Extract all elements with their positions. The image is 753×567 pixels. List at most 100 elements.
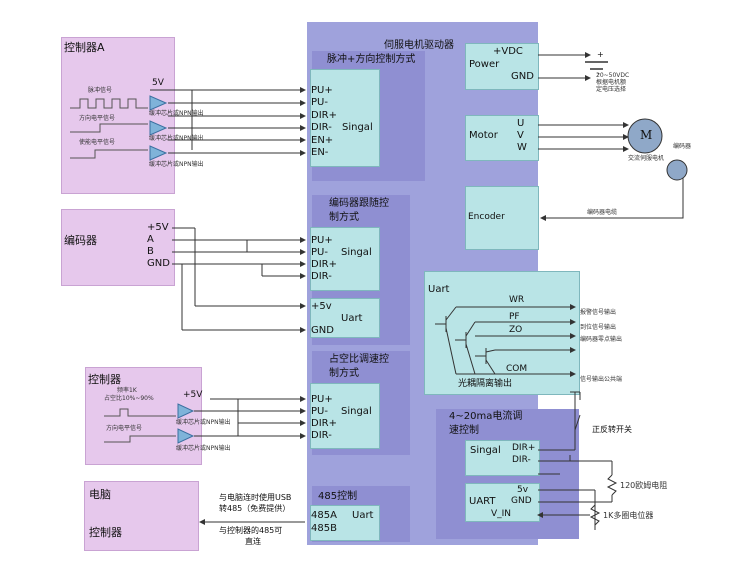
analog-vin: V_IN (491, 509, 512, 519)
uart-iso-label: 光耦隔离输出 (458, 379, 513, 389)
analog-title1: 4~20ma电流调 (449, 411, 523, 422)
power-label: Power (469, 59, 500, 70)
encoder-follow-port (310, 227, 380, 291)
uart-zo: ZO (509, 325, 523, 335)
direct-note-1: 与控制器的485可 (219, 526, 283, 535)
encoder-title: 编码器 (64, 234, 97, 247)
pc-controller-box (84, 481, 199, 551)
motor-u: U (517, 118, 525, 129)
rs485-uart: Uart (352, 510, 374, 521)
enc-uart-label: Uart (341, 313, 363, 324)
enc-gnd-pin: GND (311, 325, 334, 336)
pulse-pin-dir-minus: DIR- (311, 122, 332, 133)
encoder-uart-port (310, 298, 380, 338)
usb-note-2: 转485（免费提供） (219, 504, 291, 513)
enc-pin-pu-plus: PU+ (311, 235, 333, 246)
zero-output: 编码器零点输出 (580, 336, 623, 343)
enable-level-label: 使能电平信号 (79, 139, 116, 146)
pulse-pin-pu-plus: PU+ (311, 85, 333, 96)
analog-title2: 速控制 (449, 425, 479, 436)
dir-level-label: 方向电平信号 (79, 115, 116, 122)
rs485-port (310, 505, 380, 541)
analog-gnd: GND (511, 496, 532, 506)
alarm-output: 报警信号输出 (580, 309, 617, 316)
power-note-1: 20~50VDC (596, 72, 630, 79)
pulse-signal-label: 脉冲信号 (88, 87, 113, 94)
controller-buffer-2: 缓冲芯片或NPN输出 (176, 445, 231, 452)
duty-pin-pu-minus: PU- (311, 406, 328, 417)
driver-title: 伺服电机驱动器 (384, 40, 454, 51)
analog-uart-port (465, 483, 540, 522)
motor-w: W (517, 142, 527, 153)
encoder-note: 编码器 (673, 143, 692, 150)
pc-controller-label: 控制器 (89, 526, 122, 539)
common-output: 信号输出公共端 (580, 376, 623, 383)
duty-speed-port (310, 383, 380, 449)
encoder-follow-title1: 编码器跟随控 (329, 198, 389, 209)
pulse-dir-port (310, 69, 380, 167)
power-note-3: 定电压选择 (596, 86, 627, 93)
analog-dir-minus: DIR- (512, 455, 531, 465)
power-vdc: +VDC (493, 46, 523, 57)
pulse-dir-title: 脉冲+方向控制方式 (327, 54, 416, 65)
controller-title: 控制器 (88, 373, 121, 386)
encoder-box (61, 209, 175, 286)
buffer-label-3: 缓冲芯片或NPN输出 (149, 161, 204, 168)
power-note-2: 根据电机额 (596, 79, 627, 86)
enc-pin-dir-plus: DIR+ (311, 259, 337, 270)
duty-side-label: Singal (341, 406, 372, 417)
uart-out-label: Uart (428, 284, 450, 295)
rs485-a: 485A (311, 510, 337, 521)
uart-wr: WR (509, 295, 525, 305)
pulse-pin-en-minus: EN- (311, 147, 329, 158)
controller-freq: 频率1K (117, 387, 137, 394)
power-plus: + (597, 50, 604, 59)
controller-5v: +5V (183, 390, 203, 400)
encoder-cable-label: 编码器电缆 (587, 209, 618, 216)
analog-singal: Singal (470, 445, 501, 456)
uart-pf: PF (509, 312, 520, 322)
encoder-follow-title2: 制方式 (329, 212, 359, 223)
duty-speed-title1: 占空比调速控 (329, 354, 389, 365)
pulse-pin-en-plus: EN+ (311, 135, 334, 146)
encoder-port (465, 186, 539, 250)
duty-pin-dir-plus: DIR+ (311, 418, 337, 429)
controller-buffer-1: 缓冲芯片或NPN输出 (176, 419, 231, 426)
power-minus: - (597, 69, 600, 78)
pulse-pin-dir-plus: DIR+ (311, 110, 337, 121)
enc-pin-dir-minus: DIR- (311, 271, 332, 282)
direct-note-2: 直连 (245, 537, 261, 546)
analog-signal-port (465, 440, 540, 476)
enc-5v-pin: +5v (311, 301, 332, 312)
motor-note: 交流伺服电机 (628, 155, 665, 162)
encoder-a: A (147, 234, 154, 245)
pulse-pin-pu-minus: PU- (311, 97, 328, 108)
controller-dir-level: 方向电平信号 (106, 425, 143, 432)
motor-port (465, 115, 539, 161)
pulse-side-label: Singal (342, 122, 373, 133)
rs485-title: 485控制 (318, 491, 358, 502)
enc-pin-pu-minus: PU- (311, 247, 328, 258)
controller-a-5v: 5V (152, 78, 164, 88)
analog-dir-plus: DIR+ (512, 443, 536, 453)
power-gnd: GND (511, 71, 534, 82)
rs485-b: 485B (311, 523, 337, 534)
motor-v: V (517, 130, 524, 141)
analog-uart: UART (469, 496, 496, 507)
duty-pin-pu-plus: PU+ (311, 394, 333, 405)
power-port (465, 43, 539, 90)
switch-label: 正反转开关 (592, 425, 632, 434)
motor-m-icon: M (640, 128, 653, 142)
controller-a-title: 控制器A (64, 41, 105, 54)
uart-com: COM (506, 364, 528, 374)
controller-duty: 占空比10%~90% (104, 395, 154, 402)
controller-a-box (61, 37, 175, 194)
duty-speed-title2: 制方式 (329, 368, 359, 379)
usb-note-1: 与电脑连时使用USB (219, 493, 292, 502)
analog-5v: 5v (517, 485, 529, 495)
duty-pin-dir-minus: DIR- (311, 430, 332, 441)
buffer-label-1: 缓冲芯片或NPN输出 (149, 110, 204, 117)
buffer-label-2: 缓冲芯片或NPN输出 (149, 135, 204, 142)
position-output: 到位信号输出 (580, 324, 617, 331)
